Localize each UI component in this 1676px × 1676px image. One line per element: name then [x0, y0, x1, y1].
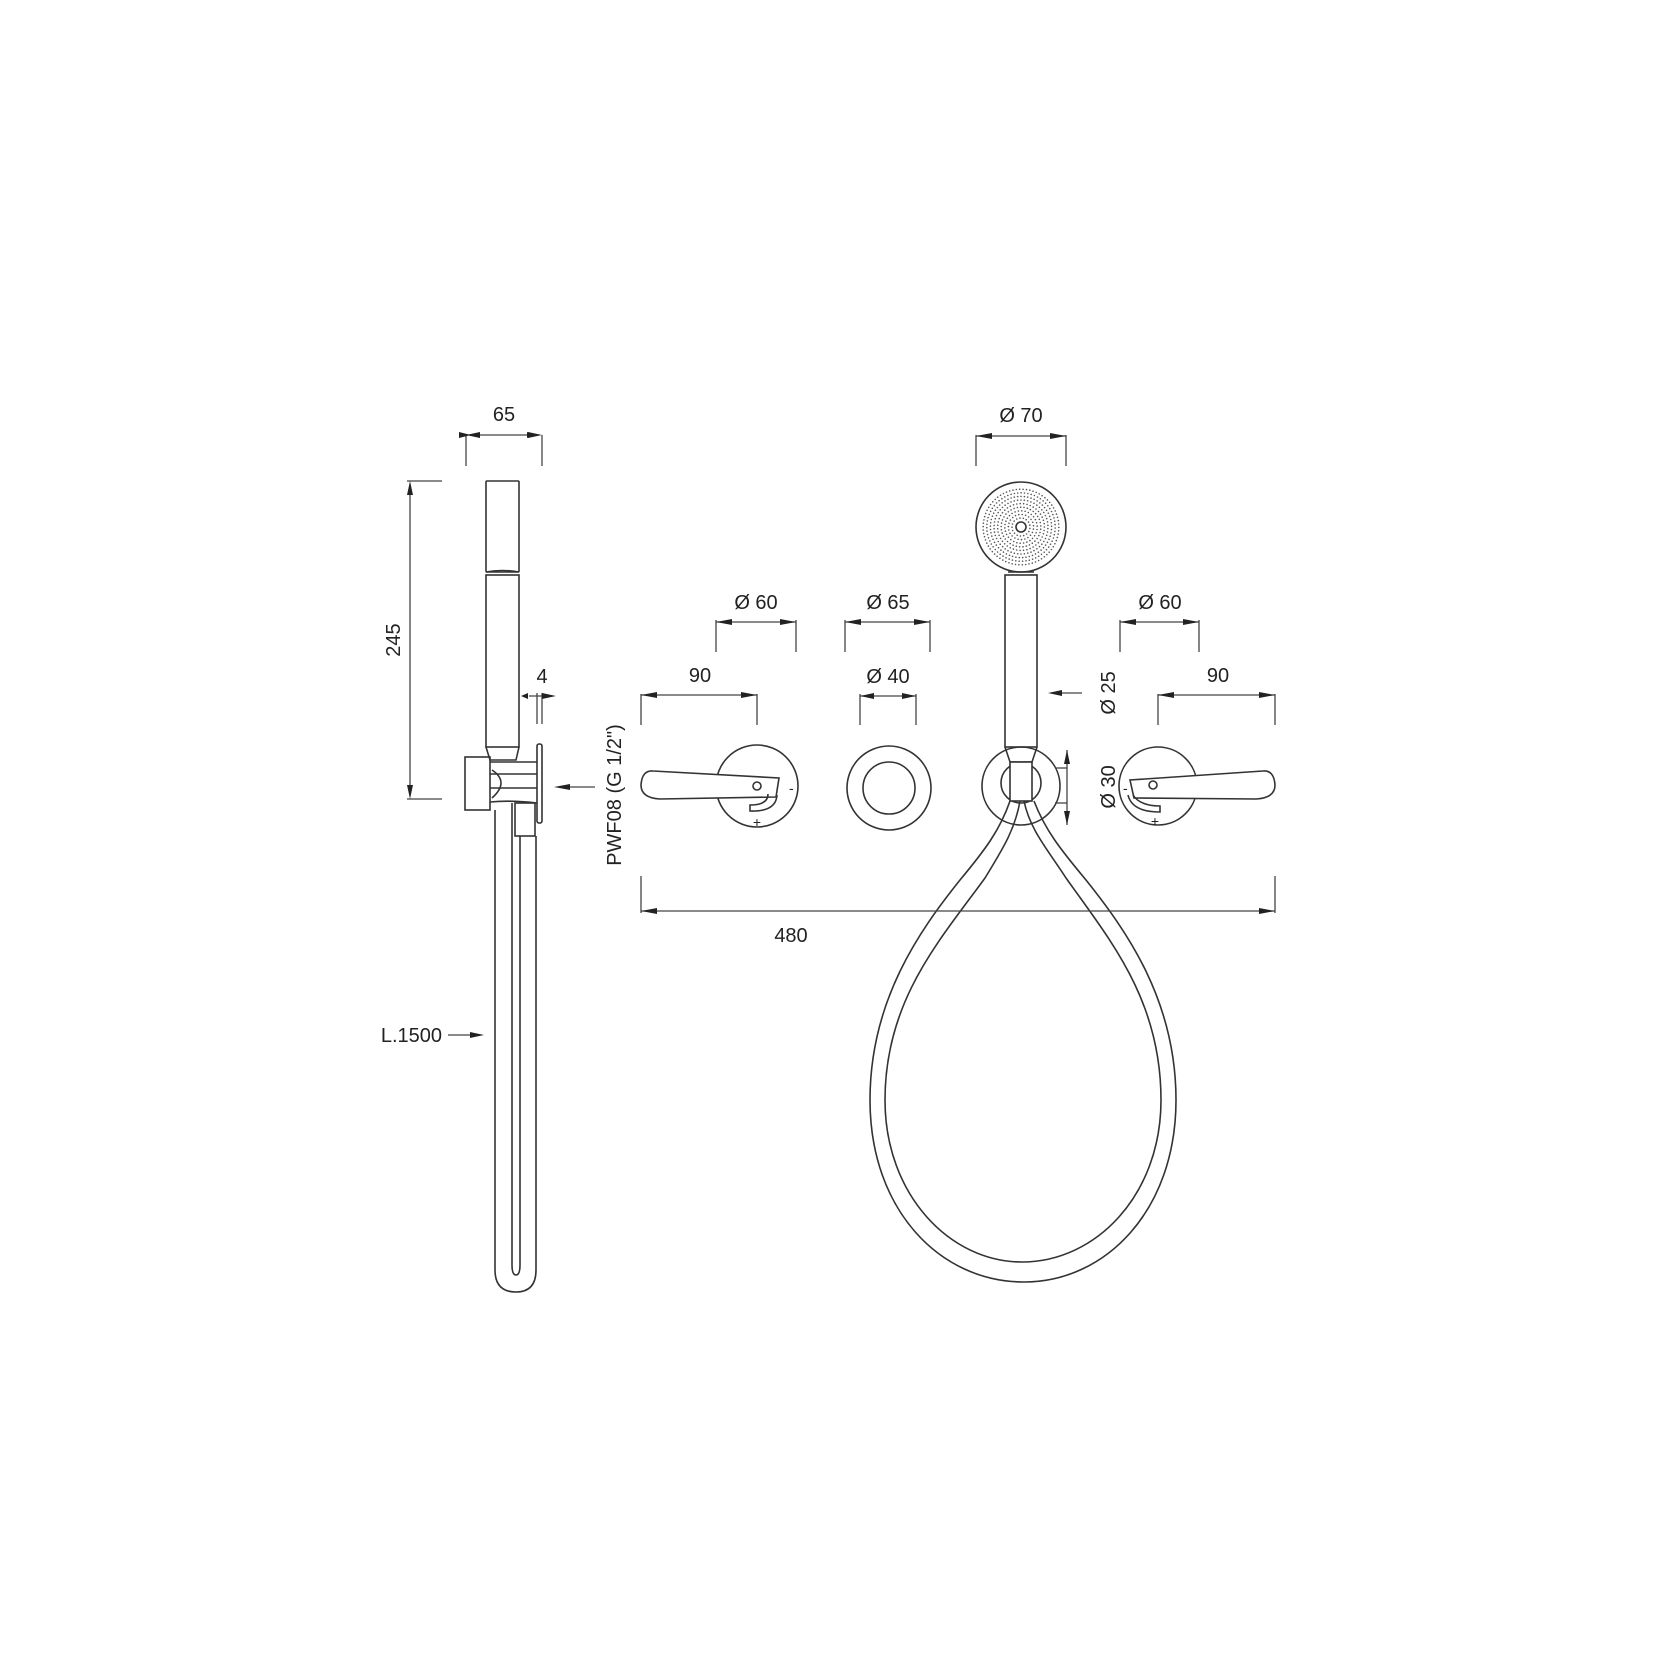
dimension-width-65: 65	[459, 404, 543, 466]
hose-inner	[884, 800, 1162, 1263]
dimension-height-245: 245	[383, 480, 442, 800]
left-lever-handle[interactable]	[640, 770, 780, 800]
right-lever-length-label: 90	[1207, 665, 1229, 687]
left-lever-length-label: 90	[689, 665, 711, 687]
height-label: 245	[383, 623, 405, 656]
width-label: 65	[493, 404, 515, 426]
right-plus-symbol: +	[1151, 813, 1159, 829]
left-plus-symbol: +	[753, 814, 761, 830]
hose-length-label: L.1500	[381, 1025, 442, 1047]
right-rosette-diameter-label: Ø 60	[1138, 592, 1181, 614]
shower-nozzles	[982, 488, 1060, 566]
outlet-inner-diameter-label: Ø 40	[866, 666, 909, 688]
wall-holder-side	[464, 743, 543, 837]
hose-length-callout: L.1500	[381, 1025, 484, 1047]
outlet-outer-diameter-label: Ø 65	[866, 592, 909, 614]
outlet-inner-ring	[862, 761, 916, 815]
holder-diameter-label: Ø 30	[1098, 765, 1120, 808]
dimension-wall-4: 4	[521, 666, 556, 724]
hand-shower-side	[485, 480, 520, 761]
outlet-outer-ring	[846, 745, 932, 831]
right-minus-symbol: -	[1123, 780, 1128, 796]
holder-rosette	[981, 746, 1061, 826]
left-rosette-diameter-label: Ø 60	[734, 592, 777, 614]
center-outlet-group: Ø 65 Ø 40	[844, 592, 932, 831]
head-diameter-label: Ø 70	[999, 405, 1042, 427]
side-view: 65 245 4	[381, 404, 595, 1293]
wall-arrow	[554, 784, 595, 790]
wall-thickness-label: 4	[536, 666, 547, 688]
left-minus-symbol: -	[789, 780, 794, 796]
left-lever-group: Ø 60 90 - +	[640, 592, 799, 830]
front-view: PWF08 (G 1/2") Ø 60 90 - +	[604, 405, 1276, 1283]
overall-width-label: 480	[774, 925, 807, 947]
right-lever-group: Ø 60 90 - +	[1118, 592, 1276, 829]
connection-label: PWF08 (G 1/2")	[604, 724, 626, 866]
hose-side	[494, 803, 537, 1293]
hose-outer	[869, 800, 1177, 1283]
right-lever-handle[interactable]	[1129, 770, 1276, 800]
handle-diameter-label: Ø 25	[1098, 671, 1120, 714]
hand-shower-group: Ø 70 Ø 25 Ø 30	[869, 405, 1177, 1283]
dimension-overall-480: 480	[640, 876, 1276, 947]
shower-handle	[1004, 574, 1038, 748]
